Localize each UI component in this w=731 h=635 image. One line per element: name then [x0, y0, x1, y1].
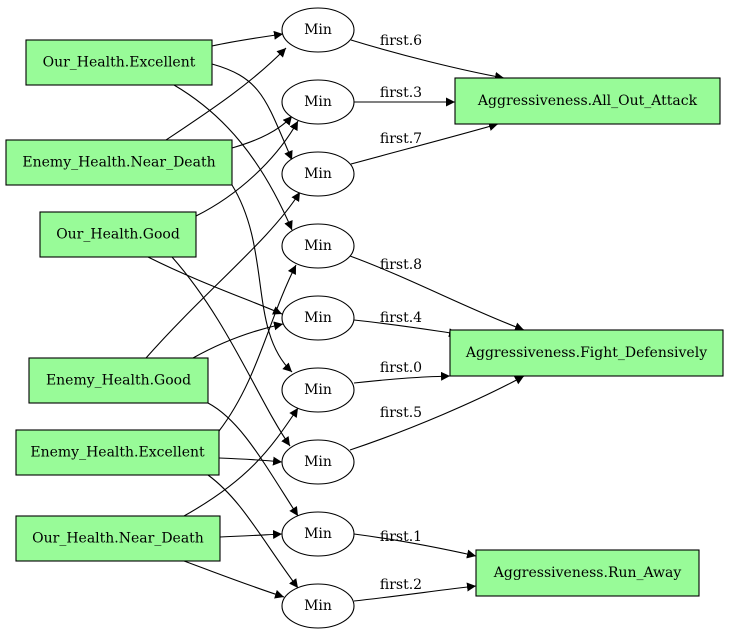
- edge-first-5-to-fight-defensively: [349, 375, 525, 451]
- input-node-label: Our_Health.Good: [56, 227, 180, 243]
- edge-enemy-near-death-to-min-first-3: [231, 115, 293, 149]
- edge-first-0-to-fight-defensively: [353, 371, 451, 384]
- min-node-label: Min: [304, 22, 332, 38]
- output-node-label: Aggressiveness.Fight_Defensively: [465, 345, 707, 361]
- output-node-box: [475, 549, 700, 597]
- nodes-layer: Our_Health.ExcellentEnemy_Health.Near_De…: [5, 7, 724, 629]
- input-node-our-excellent: Our_Health.Excellent: [25, 39, 213, 86]
- min-node-first-8: Min: [281, 223, 355, 269]
- edge-enemy-excellent-to-min-first-8: [218, 264, 297, 432]
- edge-label-first-1: first.1: [380, 529, 422, 545]
- input-node-enemy-excellent: Enemy_Health.Excellent: [15, 429, 220, 476]
- edge-our-excellent-to-min-first-8: [173, 84, 293, 231]
- edge-enemy-near-death-to-min-first-6: [165, 47, 287, 141]
- edge-our-good-to-min-first-3: [195, 120, 299, 217]
- input-node-box: [25, 39, 213, 86]
- edge-enemy-good-to-min-first-1: [207, 402, 299, 517]
- input-node-label: Our_Health.Near_Death: [32, 531, 204, 547]
- edge-label-first-2: first.2: [380, 577, 422, 593]
- min-node-ellipse: [281, 223, 355, 269]
- min-node-ellipse: [281, 295, 355, 341]
- edges-layer: first.6 first.3 first.7 first.8 first.4 first…: [145, 30, 525, 602]
- edge-first-6-to-all-out-attack: [350, 39, 505, 81]
- edge-label-first-3: first.3: [380, 85, 422, 101]
- edge-first-7-to-all-out-attack: [350, 122, 499, 165]
- min-node-ellipse: [281, 79, 355, 125]
- min-node-ellipse: [281, 151, 355, 197]
- edge-label-first-4: first.4: [380, 310, 422, 326]
- min-node-label: Min: [304, 166, 332, 182]
- output-node-label: Aggressiveness.Run_Away: [493, 565, 682, 581]
- input-node-box: [15, 515, 221, 562]
- input-node-label: Our_Health.Excellent: [43, 55, 196, 71]
- output-node-run-away: Aggressiveness.Run_Away: [475, 549, 700, 597]
- edge-our-excellent-to-min-first-7: [211, 63, 293, 161]
- min-node-label: Min: [304, 238, 332, 254]
- edge-our-near-death-to-min-first-1: [219, 529, 283, 539]
- input-node-box: [5, 139, 233, 186]
- min-node-first-2: Min: [281, 583, 355, 629]
- edge-enemy-near-death-to-min-first-0: [231, 184, 293, 373]
- min-node-first-0: Min: [281, 367, 355, 413]
- min-node-ellipse: [281, 511, 355, 557]
- min-node-first-5: Min: [281, 439, 355, 485]
- edge-first-1-to-run-away: [353, 533, 477, 559]
- min-node-first-3: Min: [281, 79, 355, 125]
- input-node-label: Enemy_Health.Near_Death: [22, 155, 215, 171]
- edge-enemy-good-to-min-first-4: [192, 321, 284, 359]
- output-node-fight-defensively: Aggressiveness.Fight_Defensively: [449, 329, 724, 377]
- min-node-label: Min: [304, 94, 332, 110]
- min-node-label: Min: [304, 526, 332, 542]
- edge-enemy-excellent-to-min-first-2: [207, 474, 299, 589]
- input-node-box: [28, 357, 209, 404]
- input-node-enemy-good: Enemy_Health.Good: [28, 357, 209, 404]
- edge-our-good-to-min-first-5: [171, 256, 291, 447]
- input-node-box: [39, 211, 197, 258]
- input-node-our-good: Our_Health.Good: [39, 211, 197, 258]
- input-node-box: [15, 429, 220, 476]
- min-node-label: Min: [304, 454, 332, 470]
- min-node-label: Min: [304, 382, 332, 398]
- min-node-ellipse: [281, 7, 355, 53]
- edge-label-first-6: first.6: [380, 33, 422, 49]
- output-node-all-out-attack: Aggressiveness.All_Out_Attack: [454, 77, 721, 125]
- input-node-enemy-near-death: Enemy_Health.Near_Death: [5, 139, 233, 186]
- min-node-label: Min: [304, 310, 332, 326]
- edge-our-excellent-to-min-first-6: [211, 30, 284, 47]
- edge-label-first-0: first.0: [380, 360, 422, 376]
- edge-label-first-7: first.7: [380, 131, 422, 147]
- min-node-first-1: Min: [281, 511, 355, 557]
- edge-first-4-to-fight-defensively: [353, 319, 459, 338]
- edge-our-near-death-to-min-first-2: [183, 560, 285, 599]
- edge-our-good-to-min-first-4: [147, 256, 283, 315]
- output-node-box: [449, 329, 724, 377]
- input-node-our-near-death: Our_Health.Near_Death: [15, 515, 221, 562]
- output-node-label: Aggressiveness.All_Out_Attack: [477, 93, 698, 109]
- edge-label-first-8: first.8: [380, 257, 422, 273]
- min-node-ellipse: [281, 367, 355, 413]
- min-node-first-6: Min: [281, 7, 355, 53]
- edge-our-near-death-to-min-first-0: [183, 407, 299, 517]
- input-node-label: Enemy_Health.Good: [46, 373, 191, 389]
- edge-label-first-5: first.5: [380, 405, 422, 421]
- edge-enemy-good-to-min-first-7: [145, 191, 301, 359]
- min-node-ellipse: [281, 439, 355, 485]
- min-node-first-4: Min: [281, 295, 355, 341]
- min-node-first-7: Min: [281, 151, 355, 197]
- output-node-box: [454, 77, 721, 125]
- edge-first-8-to-fight-defensively: [349, 255, 525, 332]
- min-node-label: Min: [304, 598, 332, 614]
- edge-enemy-excellent-to-min-first-5: [218, 456, 283, 466]
- input-node-label: Enemy_Health.Excellent: [30, 445, 205, 461]
- edge-first-2-to-run-away: [353, 582, 477, 602]
- min-node-ellipse: [281, 583, 355, 629]
